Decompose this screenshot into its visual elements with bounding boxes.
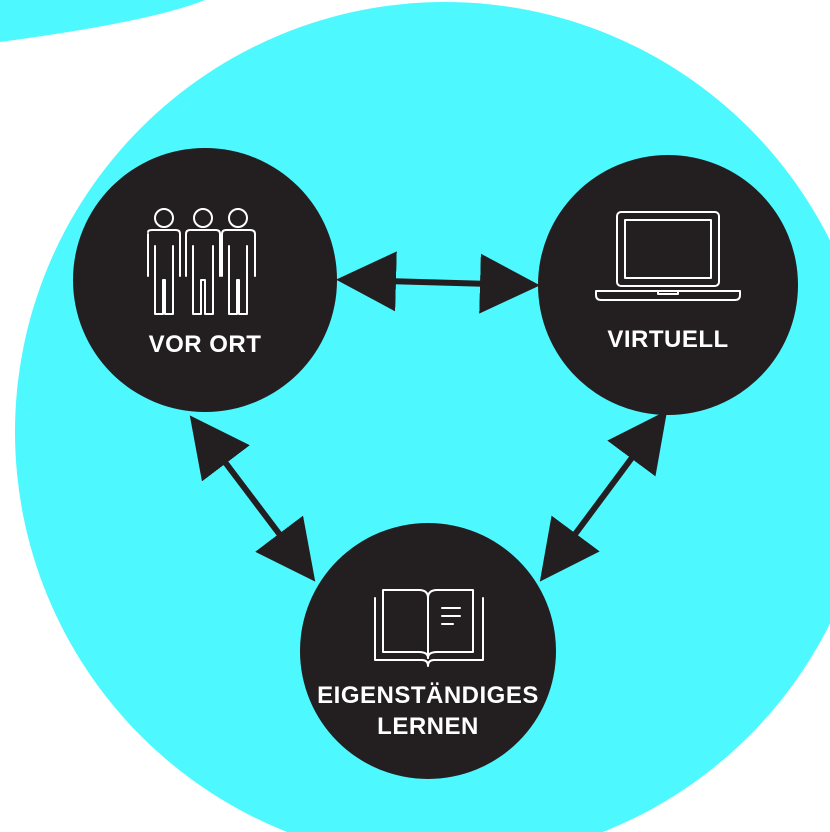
node-self-study: EIGENSTÄNDIGES LERNEN	[300, 523, 556, 779]
arrow-onsite-virtual	[336, 251, 540, 314]
people-group-icon	[147, 208, 256, 315]
arrow-onsite-selfstudy	[189, 415, 316, 582]
node-onsite: VOR ORT	[73, 148, 337, 412]
node-self-study-label-line1: EIGENSTÄNDIGES	[317, 682, 539, 709]
laptop-icon	[595, 211, 741, 301]
decorative-swoosh	[0, 0, 205, 42]
arrow-virtual-selfstudy	[539, 410, 668, 582]
node-onsite-label: VOR ORT	[149, 331, 262, 358]
node-virtual: VIRTUELL	[538, 155, 798, 415]
node-self-study-label-line2: LERNEN	[377, 713, 479, 740]
node-virtual-label: VIRTUELL	[607, 326, 728, 353]
open-book-icon	[374, 589, 484, 667]
